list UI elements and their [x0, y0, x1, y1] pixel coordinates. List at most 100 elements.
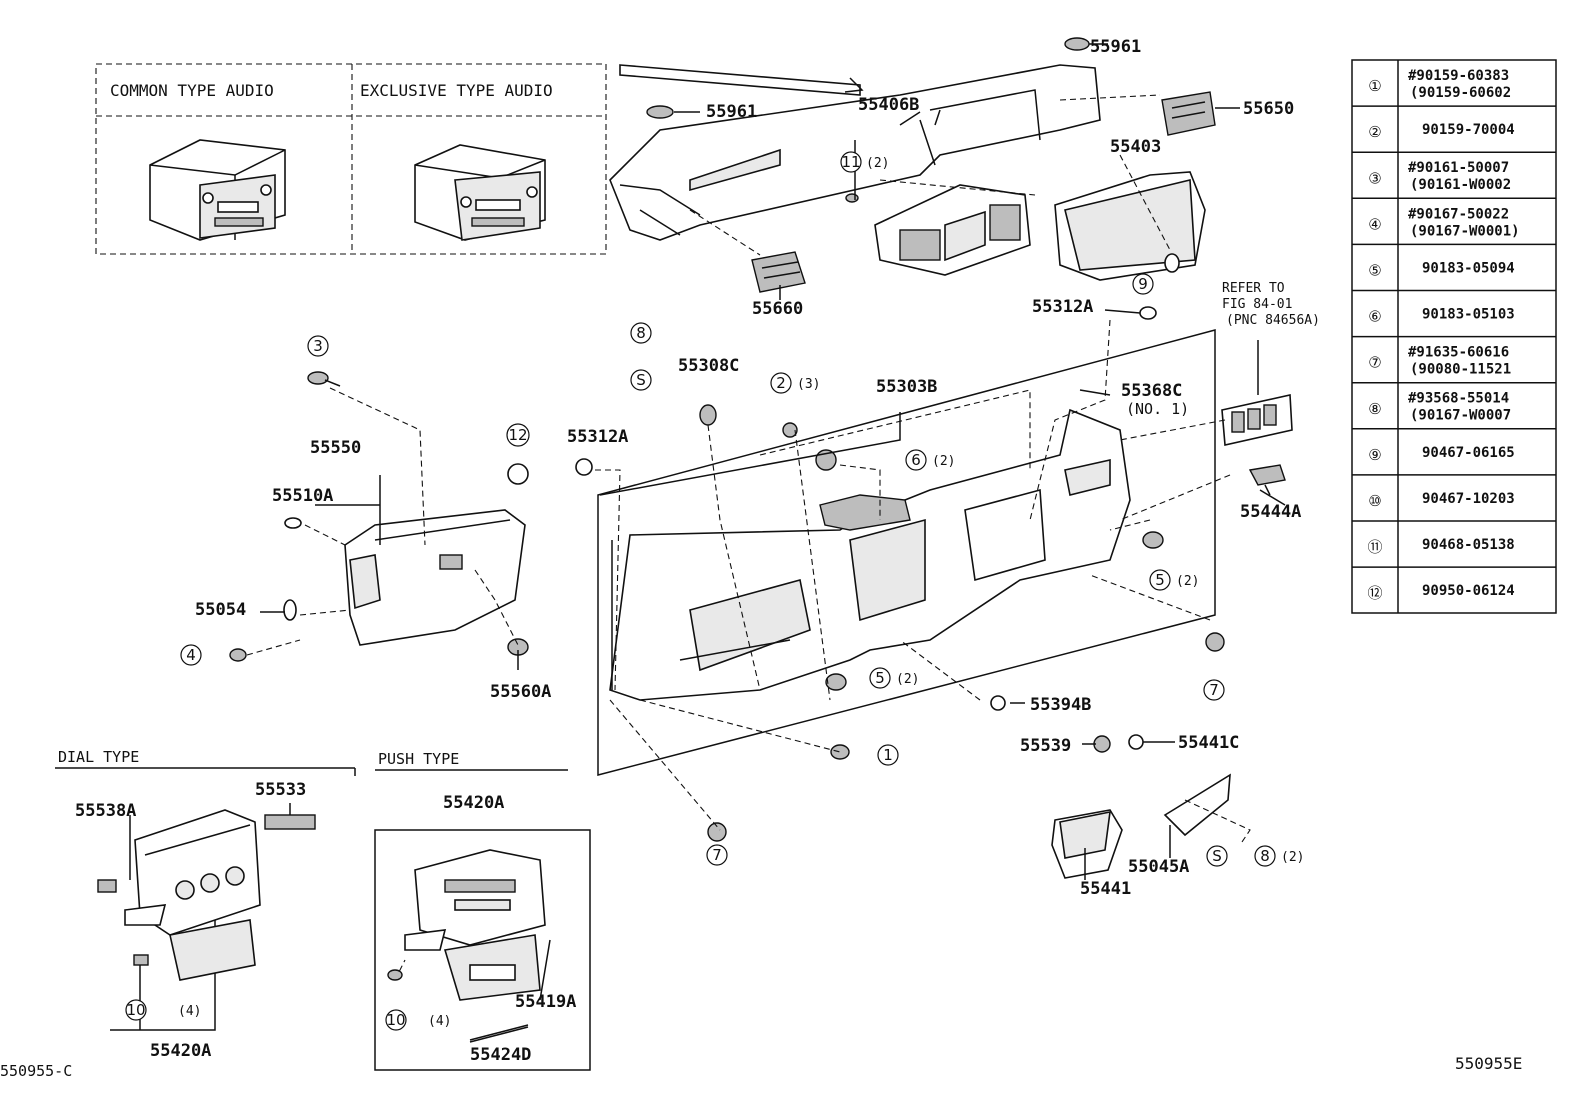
legend-number-8: ⑧: [1368, 400, 1381, 418]
s-mark-bottom: S: [1212, 847, 1222, 865]
audio-type-box: COMMON TYPE AUDIO EXCLUSIVE TYPE AUDIO: [95, 63, 607, 255]
refer-line-3: (PNC 84656A): [1226, 313, 1320, 328]
svg-text:2: 2: [776, 374, 786, 392]
part-55441C: 55441C: [1178, 733, 1239, 753]
legend-number-1: ①: [1368, 77, 1381, 95]
part-55419A: 55419A: [515, 992, 576, 1012]
legend-number-9: ⑨: [1368, 446, 1381, 464]
push-type-section: PUSH TYPE 55420A 10 (4) 55419A 55424D: [374, 750, 591, 1071]
callout-8-top: 8 S: [630, 322, 652, 391]
legend-number-6: ⑥: [1368, 308, 1381, 326]
part-55539: 55539: [1020, 736, 1071, 756]
part-55650: 55650: [1243, 99, 1294, 119]
legend-number-12: ⑫: [1367, 584, 1382, 602]
callout-2: 2 (3): [770, 372, 820, 394]
part-55424D: 55424D: [470, 1045, 531, 1065]
figure-code-left: 550955-C: [0, 1062, 72, 1080]
part-55368C: 55368C: [1121, 381, 1182, 401]
part-55660: 55660: [752, 299, 803, 319]
svg-text:8: 8: [1260, 847, 1270, 865]
svg-text:(2): (2): [1281, 850, 1304, 865]
legend-part-12: 90950-06124: [1422, 583, 1515, 599]
part-55403: 55403: [1110, 137, 1161, 157]
refer-line-1: REFER TO: [1222, 281, 1285, 296]
callout-1: 1: [877, 744, 899, 766]
svg-text:1: 1: [883, 746, 893, 764]
callout-7-left: 7: [706, 844, 728, 866]
part-55312A-mid: 55312A: [567, 427, 628, 447]
small-fasteners: [229, 193, 1225, 842]
part-55510A: 55510A: [272, 486, 333, 506]
legend-part-8: #93568-55014: [1408, 391, 1509, 407]
legend-part-7: #91635-60616: [1408, 345, 1509, 361]
callout-12: 12: [506, 423, 530, 447]
legend-part-alt-8: (90167-W0007: [1410, 408, 1511, 424]
part-55045A: 55045A: [1128, 857, 1189, 877]
trim-piece-illustration: [1248, 464, 1286, 496]
svg-text:12: 12: [508, 426, 527, 444]
callout-10-push-qty: (4): [428, 1014, 451, 1029]
part-55368C-note: (NO. 1): [1126, 400, 1189, 418]
legend-part-alt-7: (90080-11521: [1410, 362, 1511, 378]
svg-text:(2): (2): [866, 156, 889, 171]
part-55406B: 55406B: [858, 95, 919, 115]
push-type-label: PUSH TYPE: [378, 750, 459, 768]
svg-text:5: 5: [1155, 571, 1165, 589]
legend-part-5: 90183-05094: [1422, 260, 1515, 276]
svg-text:5: 5: [875, 669, 885, 687]
svg-text:10: 10: [126, 1001, 145, 1019]
callout-8-bottom: S 8 (2): [1206, 845, 1304, 867]
legend-number-7: ⑦: [1368, 354, 1381, 372]
part-55550: 55550: [310, 438, 361, 458]
part-55560A: 55560A: [490, 682, 551, 702]
callout-7-right: 7: [1203, 679, 1225, 701]
svg-text:6: 6: [911, 451, 921, 469]
dial-type-section: DIAL TYPE 55538A 55533 10 (4) 55420A: [55, 748, 356, 1061]
callout-3: 3: [307, 335, 329, 357]
callout-5-center: 5 (2): [869, 667, 919, 689]
s-mark-top: S: [636, 371, 646, 389]
part-55444A: 55444A: [1240, 502, 1301, 522]
legend-number-3: ③: [1368, 169, 1381, 187]
part-55303B: 55303B: [876, 377, 937, 397]
legend-part-4: #90167-50022: [1408, 206, 1509, 222]
part-55441: 55441: [1080, 879, 1131, 899]
part-55961-top: 55961: [1090, 37, 1141, 57]
callout-11: 11 (2): [840, 151, 889, 173]
legend-part-10: 90467-10203: [1422, 491, 1515, 507]
ash-tray-illustration: [1051, 809, 1123, 879]
legend-number-10: ⑩: [1368, 492, 1381, 510]
svg-text:8: 8: [636, 324, 646, 342]
legend-number-4: ④: [1368, 215, 1381, 233]
svg-text:9: 9: [1138, 275, 1148, 293]
part-55538A: 55538A: [75, 801, 136, 821]
center-cluster-bezel-illustration: [874, 184, 1031, 276]
side-vent-illustration: [1161, 91, 1216, 136]
svg-text:10: 10: [386, 1011, 405, 1029]
bracket-illustration: [1163, 773, 1231, 837]
legend-part-11: 90468-05138: [1422, 537, 1515, 553]
svg-text:11: 11: [841, 153, 860, 171]
part-55394B: 55394B: [1030, 695, 1091, 715]
svg-text:7: 7: [1209, 681, 1219, 699]
legend-part-6: 90183-05103: [1422, 307, 1515, 323]
common-audio-unit-illustration: [149, 139, 286, 241]
part-55533: 55533: [255, 780, 306, 800]
legend-part-alt-1: (90159-60602: [1410, 85, 1511, 101]
svg-text:(2): (2): [932, 454, 955, 469]
callout-5-right: 5 (2): [1149, 569, 1199, 591]
switch-module-illustration: [1221, 340, 1293, 446]
meter-hood-illustration: [1054, 171, 1206, 281]
callout-6: 6 (2): [905, 449, 955, 471]
callout-10-dial-qty: (4): [178, 1004, 201, 1019]
refer-line-2: FIG 84-01: [1222, 297, 1292, 312]
common-type-audio-label: COMMON TYPE AUDIO: [110, 81, 274, 100]
svg-text:4: 4: [186, 646, 196, 664]
exclusive-type-audio-label: EXCLUSIVE TYPE AUDIO: [360, 81, 553, 100]
part-55420A-dial: 55420A: [150, 1041, 211, 1061]
svg-text:(2): (2): [1176, 574, 1199, 589]
legend-part-2: 90159-70004: [1422, 122, 1515, 138]
svg-text:(3): (3): [797, 377, 820, 392]
legend-part-alt-4: (90167-W0001): [1410, 223, 1520, 239]
